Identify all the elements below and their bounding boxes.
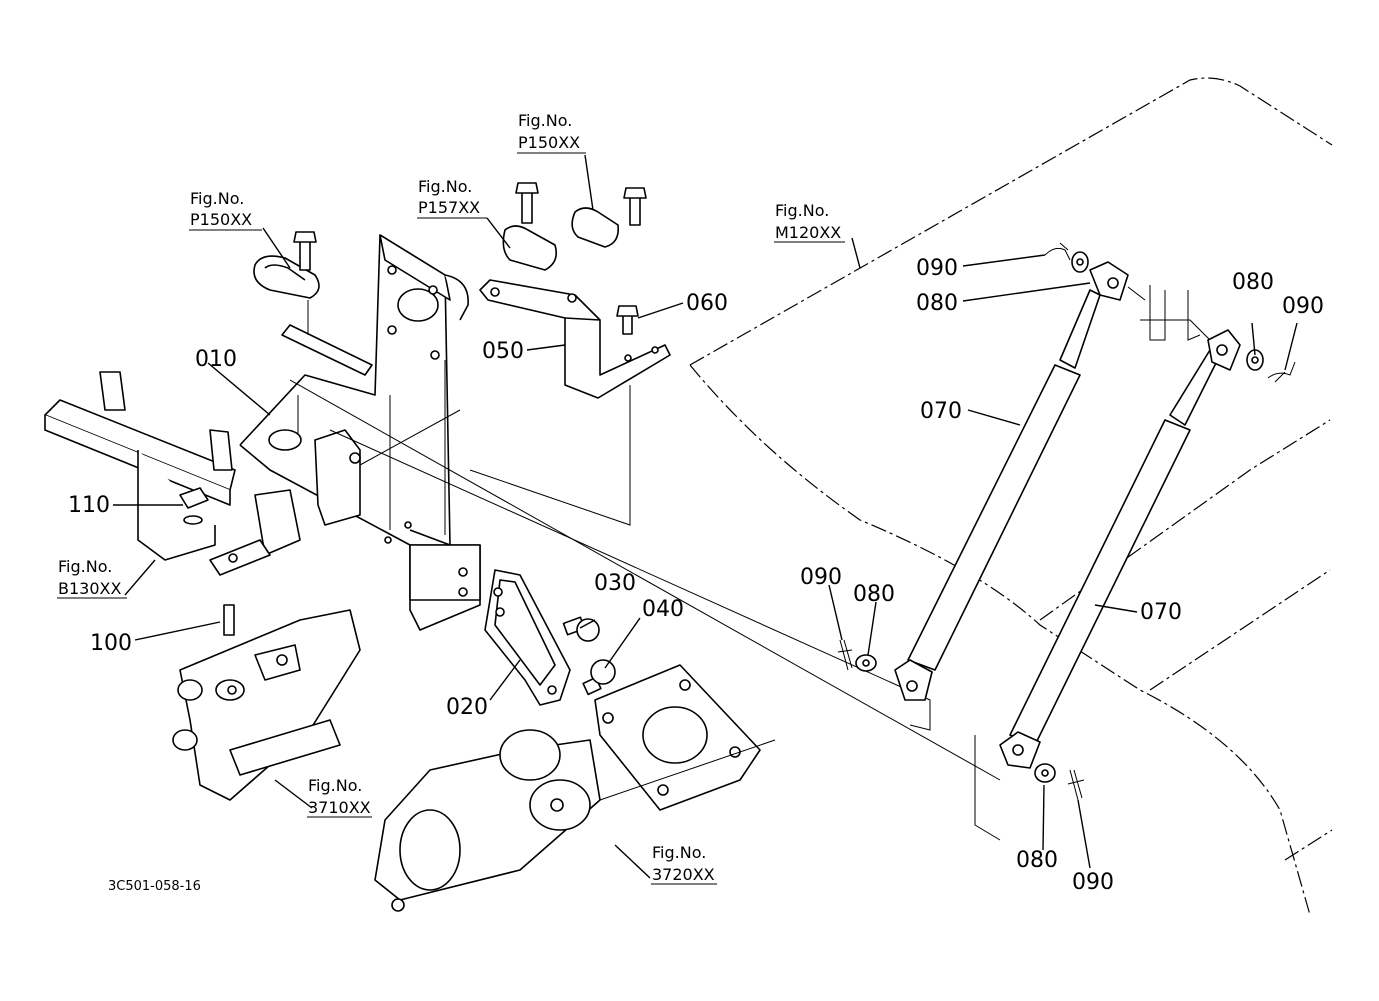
exhaust-manifold xyxy=(374,664,776,912)
svg-text:Fig.No.: Fig.No. xyxy=(775,201,829,220)
svg-text:3710XX: 3710XX xyxy=(308,798,371,817)
fig-ref-b130: Fig.No. B130XX xyxy=(57,557,127,599)
callout-080-mid-left: 080 xyxy=(853,582,895,607)
callout-110: 110 xyxy=(68,493,110,518)
assembly-guide-lines xyxy=(289,360,1001,841)
svg-text:Fig.No.: Fig.No. xyxy=(190,189,244,208)
callout-080-top-right: 080 xyxy=(1232,270,1274,295)
bracket-020 xyxy=(484,569,616,706)
svg-text:P150XX: P150XX xyxy=(518,133,580,152)
frame-bracket xyxy=(209,234,481,631)
callout-070-upper: 070 xyxy=(920,399,962,424)
gas-strut-right xyxy=(999,329,1241,769)
fig-ref-p150-left: Fig.No. P150XX xyxy=(189,189,262,231)
svg-text:Fig.No.: Fig.No. xyxy=(652,843,706,862)
callout-050: 050 xyxy=(482,339,524,364)
washers-and-pins xyxy=(837,242,1296,801)
left-frame xyxy=(44,371,236,561)
svg-text:P150XX: P150XX xyxy=(190,210,252,229)
svg-text:P157XX: P157XX xyxy=(418,198,480,217)
svg-text:M120XX: M120XX xyxy=(775,223,841,242)
callout-020: 020 xyxy=(446,695,488,720)
svg-text:Fig.No.: Fig.No. xyxy=(58,557,112,576)
callout-040: 040 xyxy=(642,597,684,622)
valve-block xyxy=(172,604,361,801)
callout-060: 060 xyxy=(686,291,728,316)
fig-ref-m120: Fig.No. M120XX xyxy=(774,201,845,243)
fig-ref-p157: Fig.No. P157XX xyxy=(417,177,487,219)
callout-070-lower: 070 xyxy=(1140,600,1182,625)
bracket-050 xyxy=(479,182,671,399)
gas-strut-left xyxy=(894,261,1211,701)
svg-text:3720XX: 3720XX xyxy=(652,865,715,884)
callout-090-top-right: 090 xyxy=(1282,294,1324,319)
callout-100: 100 xyxy=(90,631,132,656)
fig-ref-p150-top: Fig.No. P150XX xyxy=(517,111,586,154)
callout-030: 030 xyxy=(594,571,636,596)
callout-010: 010 xyxy=(195,347,237,372)
callout-080-bottom: 080 xyxy=(1016,848,1058,873)
callout-090-bottom: 090 xyxy=(1072,870,1114,895)
svg-text:Fig.No.: Fig.No. xyxy=(418,177,472,196)
svg-text:Fig.No.: Fig.No. xyxy=(518,111,572,130)
leader-lines xyxy=(113,154,1298,879)
drawing-number: 3C501-058-16 xyxy=(108,879,201,894)
part-callouts: 010 110 100 020 030 040 050 060 070 070 … xyxy=(68,256,1324,895)
left-clamp-plate xyxy=(253,231,373,376)
callout-080-top-left: 080 xyxy=(916,291,958,316)
callout-090-mid-left: 090 xyxy=(800,565,842,590)
fig-ref-3720: Fig.No. 3720XX xyxy=(651,843,717,885)
fig-ref-3710: Fig.No. 3710XX xyxy=(307,776,372,818)
svg-text:Fig.No.: Fig.No. xyxy=(308,776,362,795)
figure-references: Fig.No. P150XX Fig.No. P157XX Fig.No. P1… xyxy=(57,111,845,885)
svg-text:B130XX: B130XX xyxy=(58,579,121,598)
callout-090-top-left: 090 xyxy=(916,256,958,281)
